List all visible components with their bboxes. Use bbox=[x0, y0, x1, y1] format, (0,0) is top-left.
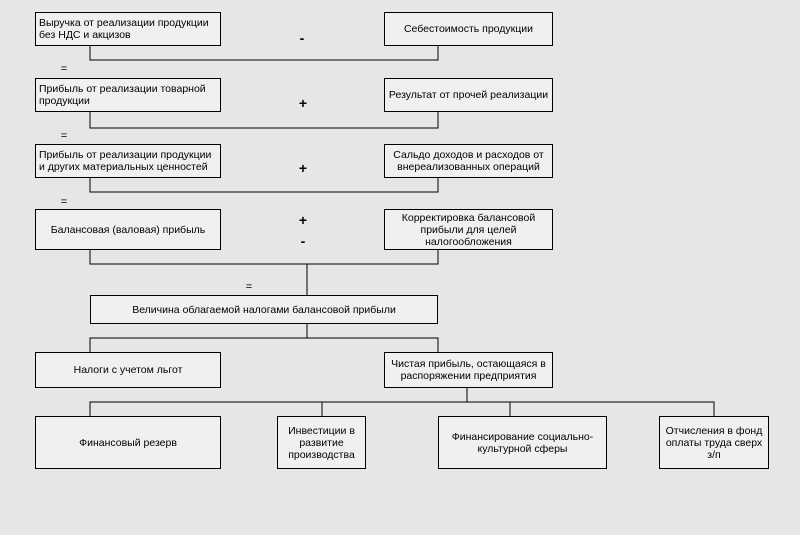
balance-profit-box: Балансовая (валовая) прибыль bbox=[35, 209, 221, 250]
connector-uses bbox=[89, 401, 715, 416]
social-financing-box: Финансирование социально-культурной сфер… bbox=[438, 416, 607, 469]
connector-row2 bbox=[89, 112, 439, 129]
sales-profit-box: Прибыль от реализации продукции и других… bbox=[35, 144, 221, 178]
revenue-box: Выручка от реализации продукции без НДС … bbox=[35, 12, 221, 46]
operator-minus: - bbox=[300, 233, 306, 249]
connector-row1 bbox=[89, 46, 439, 61]
non-sales-balance-box: Сальдо доходов и расходов от внереализов… bbox=[384, 144, 553, 178]
connector-split bbox=[89, 337, 439, 352]
operator-plus: + bbox=[298, 160, 308, 176]
wage-fund-box: Отчисления в фонд оплаты труда сверх з/п bbox=[659, 416, 769, 469]
cost-box: Себестоимость продукции bbox=[384, 12, 553, 46]
operator-minus: - bbox=[299, 30, 305, 46]
operator-equals: = bbox=[60, 196, 68, 208]
taxable-profit-box: Величина облагаемой налогами балансовой … bbox=[90, 295, 438, 324]
tax-adjustment-box: Корректировка балансовой прибыли для цел… bbox=[384, 209, 553, 250]
taxes-box: Налоги с учетом льгот bbox=[35, 352, 221, 388]
operator-equals: = bbox=[60, 63, 68, 75]
goods-profit-box: Прибыль от реализации товарной продукции bbox=[35, 78, 221, 112]
operator-equals: = bbox=[245, 281, 253, 293]
investments-box: Инвестиции в развитие производства bbox=[277, 416, 366, 469]
operator-plus: + bbox=[298, 95, 308, 111]
operator-plus: + bbox=[298, 212, 308, 228]
connector-row4 bbox=[89, 250, 439, 265]
connector-row3 bbox=[89, 178, 439, 193]
operator-equals: = bbox=[60, 130, 68, 142]
financial-reserve-box: Финансовый резерв bbox=[35, 416, 221, 469]
other-sales-result-box: Результат от прочей реализации bbox=[384, 78, 553, 112]
net-profit-box: Чистая прибыль, остающаяся в распоряжени… bbox=[384, 352, 553, 388]
